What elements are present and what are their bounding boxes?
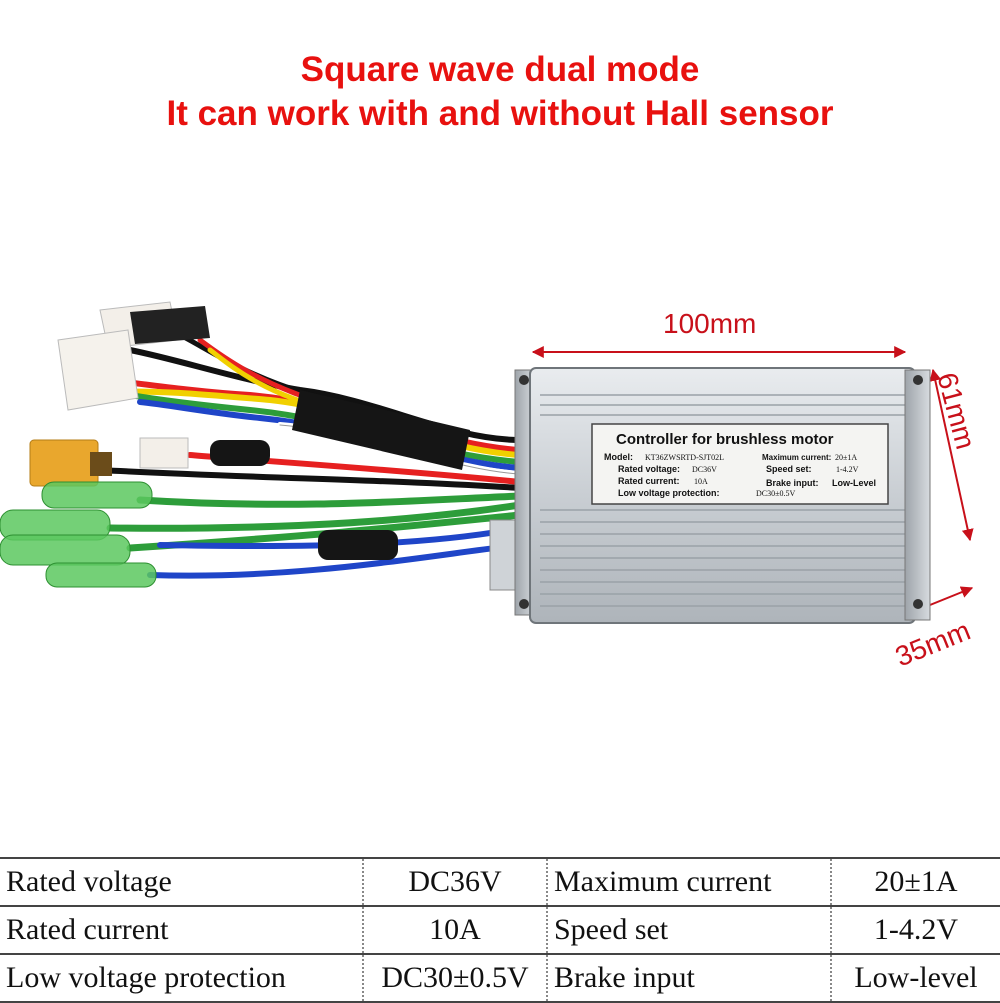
- label-speed-set-key: Speed set:: [766, 464, 812, 474]
- spec-key: Rated current: [0, 905, 363, 955]
- spec-table: Rated voltage DC36V Maximum current 20±1…: [0, 857, 1000, 1003]
- spec-value: 10A: [362, 905, 547, 955]
- headline-line-2: It can work with and without Hall sensor: [166, 94, 834, 133]
- table-row: Rated current 10A Speed set 1-4.2V: [0, 905, 1000, 955]
- spec-value: DC36V: [362, 857, 547, 907]
- label-max-current-key: Maximum current:: [762, 453, 831, 462]
- controller-photo: Controller for brushless motor Model: KT…: [0, 301, 974, 624]
- spec-key: Rated voltage: [0, 857, 363, 907]
- spec-value: 20±1A: [830, 857, 1000, 907]
- headline-line-1: Square wave dual mode: [300, 50, 700, 89]
- label-rated-current-value: 10A: [694, 477, 708, 486]
- bullet-terminals: [0, 481, 157, 588]
- label-brake-input-key: Brake input:: [766, 478, 819, 488]
- label-model-key: Model:: [604, 452, 633, 462]
- label-model-value: KT36ZWSRTD-SJT02L: [645, 453, 724, 462]
- label-rated-voltage-value: DC36V: [692, 465, 717, 474]
- label-low-voltage-key: Low voltage protection:: [618, 488, 720, 498]
- spec-value: DC30±0.5V: [362, 953, 547, 1003]
- spec-key: Brake input: [546, 953, 831, 1003]
- controller-housing: [489, 367, 931, 624]
- spec-key: Low voltage protection: [0, 953, 363, 1003]
- spec-value: 1-4.2V: [830, 905, 1000, 955]
- label-brake-input-value: Low-Level: [832, 478, 876, 488]
- label-title: Controller for brushless motor: [616, 431, 834, 448]
- dimension-length: 100mm: [663, 308, 757, 339]
- heat-shrink-sleeves: [210, 390, 470, 560]
- spec-key: Maximum current: [546, 857, 831, 907]
- spec-key: Speed set: [546, 905, 831, 955]
- spec-value: Low-level: [830, 953, 1000, 1003]
- label-low-voltage-value: DC30±0.5V: [756, 489, 796, 498]
- table-row: Low voltage protection DC30±0.5V Brake i…: [0, 953, 1000, 1003]
- label-max-current-value: 20±1A: [835, 453, 857, 462]
- table-row: Rated voltage DC36V Maximum current 20±1…: [0, 857, 1000, 907]
- label-speed-set-value: 1-4.2V: [836, 465, 859, 474]
- label-rated-current-key: Rated current:: [618, 476, 680, 486]
- label-rated-voltage-key: Rated voltage:: [618, 464, 680, 474]
- product-label: Controller for brushless motor Model: KT…: [604, 431, 876, 498]
- connectors: [29, 301, 210, 487]
